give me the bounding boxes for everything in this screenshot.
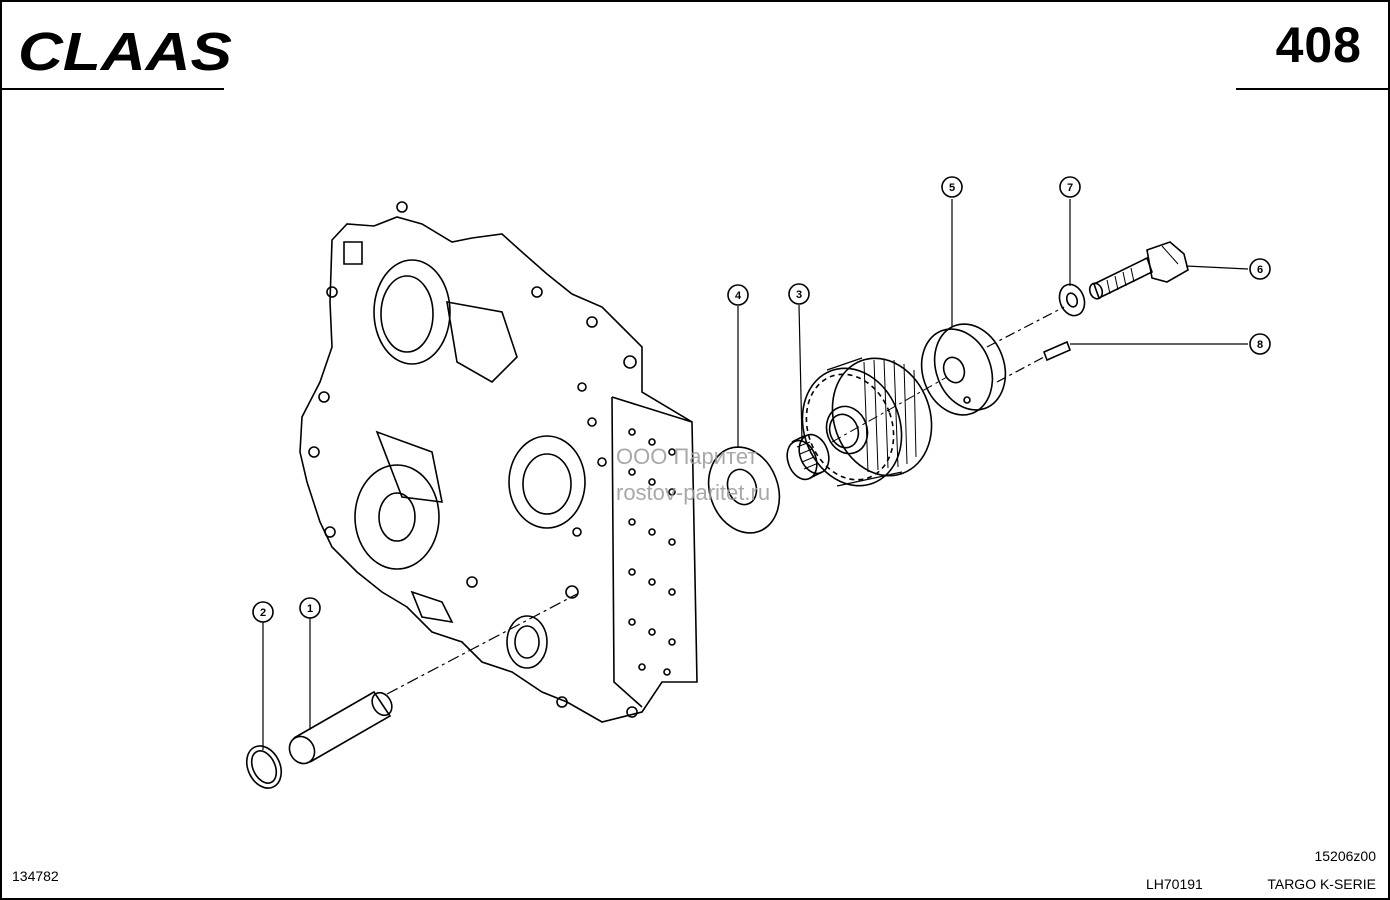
part-6-bolt xyxy=(1088,241,1189,300)
callout-1: 1 xyxy=(299,597,321,619)
part-3-needle-bearing xyxy=(786,433,830,481)
part-4-thrust-washer xyxy=(707,446,781,534)
leader-lines xyxy=(262,199,1249,750)
gear-wheel xyxy=(801,357,933,487)
watermark-company: ООО Паритет xyxy=(616,444,758,469)
callout-4: 4 xyxy=(727,284,749,306)
callout-3: 3 xyxy=(788,283,810,305)
page-number: 408 xyxy=(1275,17,1362,73)
gearbox-housing xyxy=(299,201,698,723)
part-8-dowel-pin xyxy=(1042,340,1072,362)
part-2-circlip xyxy=(245,745,283,789)
callout-8: 8 xyxy=(1249,333,1271,355)
footer-series: TARGO K-SERIE xyxy=(1267,876,1376,892)
svg-text:4: 4 xyxy=(735,290,742,302)
callout-6: 6 xyxy=(1249,258,1271,280)
header-left-rule xyxy=(2,88,224,90)
svg-text:5: 5 xyxy=(949,182,955,194)
header-right-rule xyxy=(1236,88,1388,90)
callout-7: 7 xyxy=(1059,176,1081,198)
watermark-url: rostov-paritet.ru xyxy=(616,480,771,505)
svg-text:1: 1 xyxy=(307,603,313,615)
svg-text:2: 2 xyxy=(260,607,266,619)
callout-5: 5 xyxy=(941,176,963,198)
callout-2: 2 xyxy=(252,601,274,623)
part-5-retaining-plate xyxy=(920,323,1007,416)
claas-logo: CLAAS xyxy=(18,24,232,76)
part-1-pin xyxy=(288,690,393,765)
svg-text:8: 8 xyxy=(1257,339,1263,351)
svg-text:6: 6 xyxy=(1257,264,1263,276)
footer-left-code: 134782 xyxy=(12,868,59,884)
footer-drawing-code: 15206z00 xyxy=(1314,848,1376,864)
svg-text:3: 3 xyxy=(796,289,802,301)
svg-text:CLAAS: CLAAS xyxy=(18,24,232,76)
footer-doc-code: LH70191 xyxy=(1146,876,1203,892)
part-7-washer xyxy=(1058,283,1086,317)
svg-text:7: 7 xyxy=(1067,182,1073,194)
